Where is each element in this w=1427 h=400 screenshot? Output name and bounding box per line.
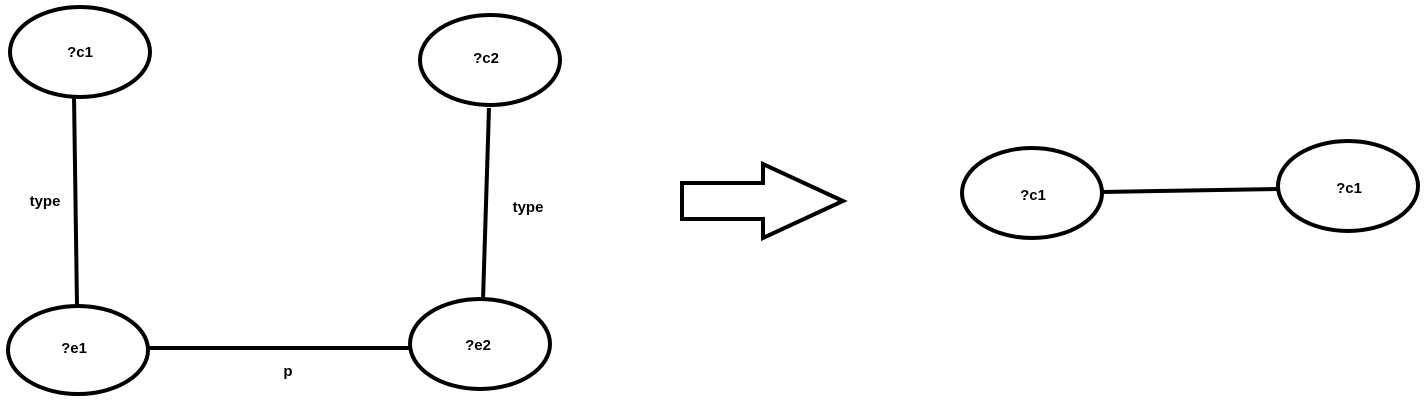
transformation-arrow-icon <box>680 160 848 242</box>
node-label-e2: ?e2 <box>465 337 491 354</box>
edge-label-e1-e2: p <box>283 363 292 380</box>
node-c1: ?c1 <box>8 5 152 99</box>
node-label-e1: ?e1 <box>61 340 87 357</box>
node-right-left: ?c1 <box>960 146 1104 240</box>
node-label-c1: ?c1 <box>67 44 93 61</box>
edge-right-c1-c1 <box>1101 187 1279 194</box>
node-c2: ?c2 <box>418 13 562 107</box>
edge-label-c1-e1: type <box>30 193 61 210</box>
node-label-right-left: ?c1 <box>1020 187 1046 204</box>
node-e1: ?e1 <box>6 304 150 396</box>
node-right-right: ?c1 <box>1276 139 1420 233</box>
edge-c1-e1 <box>72 95 79 307</box>
edge-label-c2-e2: type <box>513 199 544 216</box>
edge-c2-e2 <box>481 107 491 301</box>
node-e2: ?e2 <box>408 297 552 391</box>
node-label-c2: ?c2 <box>473 50 499 67</box>
node-label-right-right: ?c1 <box>1336 180 1362 197</box>
